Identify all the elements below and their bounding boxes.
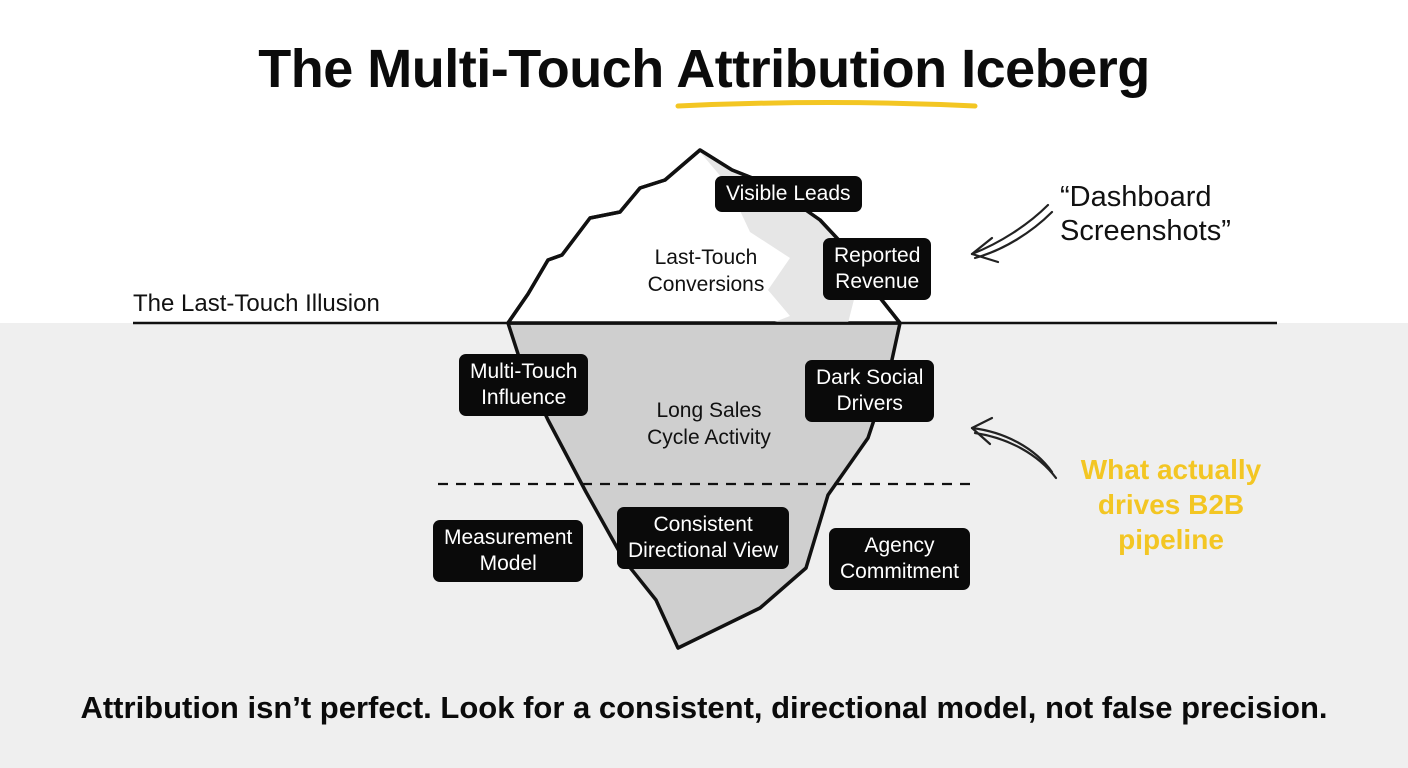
callout-b2b-pipeline: What actually drives B2B pipeline bbox=[1080, 454, 1262, 555]
page-title: The Multi-Touch Attribution Iceberg bbox=[0, 38, 1408, 100]
arrow-pipeline-icon bbox=[970, 416, 1058, 480]
arrow-dashboard-icon bbox=[970, 203, 1054, 264]
callout-dashboard-screenshots: “Dashboard Screenshots” bbox=[1060, 181, 1231, 247]
label-consistent-directional-view: Consistent Directional View bbox=[617, 507, 790, 569]
label-agency-commitment: Agency Commitment bbox=[829, 528, 971, 590]
title-suffix: Iceberg bbox=[946, 39, 1150, 99]
title-prefix: The Multi-Touch bbox=[258, 39, 677, 99]
label-measurement-model: Measurement Model bbox=[433, 520, 584, 582]
label-reported-revenue: Reported Revenue bbox=[823, 238, 932, 300]
label-visible-leads: Visible Leads bbox=[715, 176, 862, 212]
label-dark-social-drivers: Dark Social Drivers bbox=[805, 360, 935, 422]
text-long-sales-cycle: Long Sales Cycle Activity bbox=[647, 399, 771, 449]
text-last-touch-conversions: Last-Touch Conversions bbox=[647, 246, 765, 296]
title-underline bbox=[675, 100, 978, 109]
label-multi-touch-influence: Multi-Touch Influence bbox=[459, 354, 589, 416]
title-highlight: Attribution bbox=[676, 39, 947, 99]
waterline-label: The Last-Touch Illusion bbox=[133, 290, 380, 317]
footer-note: Attribution isn’t perfect. Look for a co… bbox=[80, 690, 1328, 725]
